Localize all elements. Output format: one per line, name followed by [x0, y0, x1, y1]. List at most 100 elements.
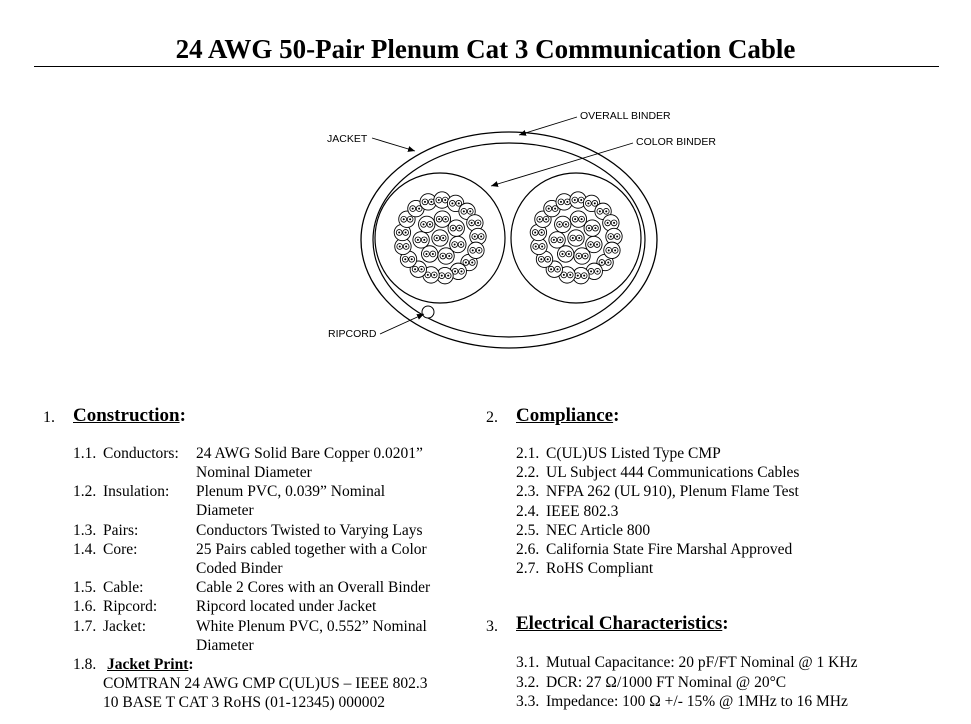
compliance-heading-wrap: Compliance: [516, 405, 620, 426]
ripcord-leader [379, 313, 425, 335]
conductor-core [431, 252, 434, 255]
conductor-core [435, 237, 438, 239]
conductor-core [405, 245, 408, 248]
construction-item-number: 1.7. [73, 618, 97, 635]
conductor-core [451, 202, 454, 205]
title-rule [34, 66, 939, 67]
overall-binder-leader [518, 116, 578, 136]
conductor-core [430, 200, 433, 203]
compliance-item-number: 2.5. [516, 521, 540, 539]
conductor-core [552, 238, 555, 241]
conductor-core [418, 207, 421, 210]
conductor-core [425, 252, 428, 255]
conductor-core [448, 255, 451, 258]
conductor-core [428, 223, 431, 226]
conductor-core [576, 274, 579, 277]
conductor-core [613, 221, 616, 224]
compliance-item-number: 2.7. [516, 560, 540, 578]
document-title: 24 AWG 50-Pair Plenum Cat 3 Communicatio… [175, 34, 796, 64]
conductor-core [433, 273, 436, 276]
conductor-core [458, 227, 461, 230]
conductor-core [460, 243, 463, 246]
construction-number: 1. [43, 409, 55, 426]
overall-binder-label: OVERALL BINDER [580, 110, 671, 122]
conductor-core [534, 245, 537, 248]
construction-item-label: Insulation: [103, 483, 170, 500]
conductor-core [422, 223, 425, 226]
conductor-core [546, 258, 549, 261]
conductor-core [438, 218, 441, 221]
color-binder-leader [490, 142, 634, 187]
construction-item-number: 1.6. [73, 598, 97, 615]
conductor-core [547, 207, 550, 210]
conductor-core [559, 238, 562, 241]
construction-item-value: Coded Binder [196, 560, 283, 577]
conductor-core [423, 200, 426, 203]
compliance-item-text: UL Subject 444 Communications Cables [546, 464, 800, 482]
compliance-item-text: RoHS Compliant [546, 560, 654, 578]
conductor-core [440, 274, 443, 277]
construction-item-number: 1.4. [73, 541, 97, 558]
compliance-item-number: 2.6. [516, 541, 540, 558]
construction-item-label: Jacket: [103, 618, 147, 635]
overall-binder [372, 142, 646, 338]
core-left-pairs [393, 191, 487, 285]
conductor-core [605, 210, 608, 213]
electrical-item-number: 3.1. [516, 654, 540, 671]
core-left [374, 172, 506, 304]
conductor-core [480, 235, 483, 238]
jacket-leader [371, 137, 416, 152]
conductor-core [596, 270, 599, 273]
electrical-heading: Electrical Characteristics [516, 613, 723, 634]
construction-item-value: Diameter [196, 637, 254, 654]
conductor-core [566, 200, 569, 203]
conductor-core [404, 258, 407, 261]
conductor-core [540, 258, 543, 261]
construction-item-value: Cable 2 Cores with an Overall Binder [196, 579, 431, 596]
construction-item-value: Ripcord located under Jacket [196, 598, 377, 615]
conductor-core [556, 268, 559, 271]
jacket-print-line: COMTRAN 24 AWG CMP C(UL)US – IEEE 802.3 [103, 675, 428, 692]
conductor-core [574, 218, 577, 221]
electrical-item-text: Mutual Capacitance: 20 pF/FT Nominal @ 1… [546, 654, 858, 671]
construction-item-number: 1.3. [73, 522, 97, 539]
electrical-item-number: 3.3. [516, 693, 540, 710]
construction-item-label: Cable: [103, 579, 144, 596]
conductor-core [561, 252, 564, 255]
construction-item-label: Conductors: [103, 445, 179, 462]
compliance-item-text: NEC Article 800 [546, 521, 651, 539]
conductor-core [426, 273, 429, 276]
conductor-core [423, 238, 426, 241]
core-right-pairs [529, 191, 623, 285]
construction-item-value: Plenum PVC, 0.039” Nominal [196, 483, 386, 500]
conductor-core [414, 268, 417, 271]
construction-item-number: 1.5. [73, 579, 97, 596]
conductor-core [564, 223, 567, 226]
conductor-core [558, 223, 561, 226]
conductor-core [583, 274, 586, 277]
conductor-core [402, 218, 405, 221]
conductor-core [588, 227, 591, 230]
construction-item-value: White Plenum PVC, 0.552” Nominal [196, 618, 427, 635]
electrical-heading-wrap: Electrical Characteristics: [516, 613, 729, 634]
conductor-core [607, 249, 610, 252]
construction-item-label: Pairs: [103, 522, 139, 539]
conductor-core [453, 243, 456, 246]
compliance-item-number: 2.3. [516, 483, 540, 501]
conductor-core [554, 207, 557, 210]
construction-heading-wrap: Construction: [73, 405, 186, 426]
conductor-core [616, 235, 619, 238]
conductor-core [457, 202, 460, 205]
conductor-core [452, 227, 455, 230]
jacket-outer [360, 131, 658, 349]
jacket-print-line: 10 BASE T CAT 3 RoHS (01-12345) 000002 [103, 694, 386, 711]
compliance-heading: Compliance [516, 405, 614, 426]
conductor-core [578, 237, 581, 239]
electrical-item-text: Impedance: 100 Ω +/- 15% @ 1MHz to 16 MH… [546, 693, 848, 710]
jacket-print-heading: Jacket Print [107, 656, 189, 673]
conductor-core [454, 270, 457, 273]
construction-item-label: Ripcord: [103, 598, 158, 615]
conductor-core [478, 249, 481, 252]
conductor-core [550, 268, 553, 271]
conductor-core [545, 218, 548, 221]
